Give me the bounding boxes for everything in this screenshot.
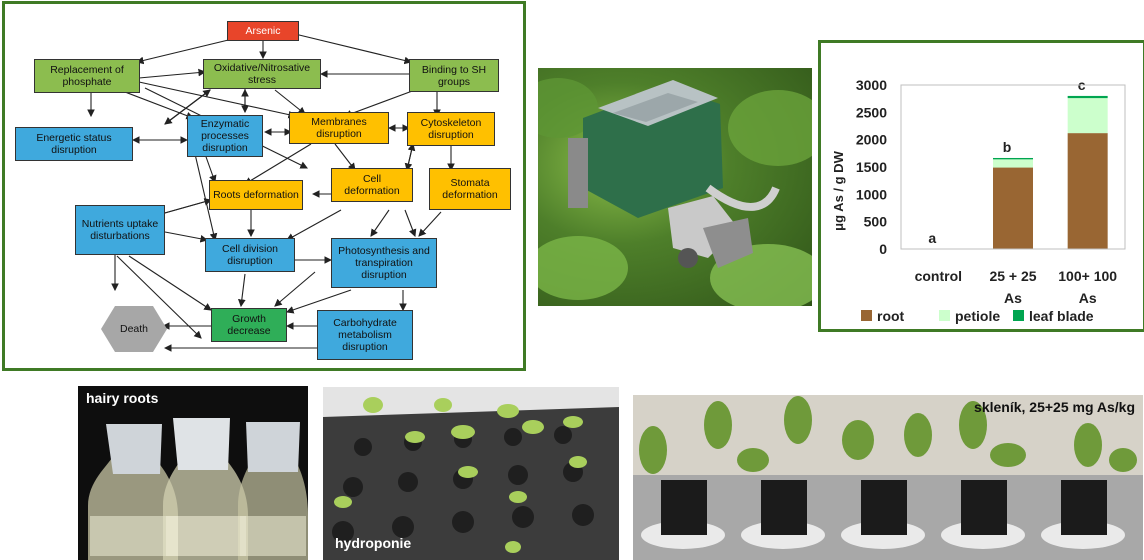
- bar-petiole: [993, 159, 1033, 168]
- diagram-arrows: [87, 33, 455, 352]
- y-tick-label: 1500: [856, 159, 887, 175]
- arsenic-effects-diagram: Arsenic Replacement of phosphate Oxidati…: [2, 1, 526, 371]
- y-tick-label: 1000: [856, 186, 887, 202]
- y-tick-label: 2500: [856, 104, 887, 120]
- legend-label: petiole: [955, 308, 1000, 324]
- node-replacement-of-phosphate: Replacement of phosphate: [34, 59, 140, 93]
- hairy-roots-caption: hairy roots: [86, 390, 159, 406]
- y-axis-label: μg As / g DW: [831, 150, 846, 230]
- greenhouse-caption: skleník, 25+25 mg As/kg: [974, 399, 1135, 415]
- node-roots-deformation: Roots deformation: [209, 180, 303, 210]
- arsenic-accumulation-chart: 0 500 1000 1500 2000 2500 3000 control 25 + 25 A…: [818, 40, 1144, 332]
- legend-label: leaf blade: [1029, 308, 1094, 324]
- y-tick-label: 0: [879, 241, 887, 257]
- node-binding-sh-groups: Binding to SH groups: [409, 59, 499, 92]
- hairy-roots-photo: hairy roots: [78, 386, 308, 560]
- x-tick-label: As: [1004, 290, 1022, 306]
- node-carbohydrate-metabolism: Carbohydrate metabolism disruption: [317, 310, 413, 360]
- photosynthesis-meter-photo: [538, 68, 812, 306]
- greenhouse-pots-illustration: [633, 395, 1143, 560]
- node-stomata-deformation: Stomata deformation: [429, 168, 511, 210]
- hairy-roots-flasks-illustration: [88, 418, 308, 560]
- node-death: Death: [101, 306, 167, 352]
- y-tick-label: 2000: [856, 132, 887, 148]
- bar-petiole: [1067, 98, 1108, 134]
- node-cell-deformation: Cell deformation: [331, 168, 413, 202]
- photosynthesis-meter-illustration: [538, 78, 812, 306]
- legend-swatch: [939, 310, 950, 321]
- bar-leaf-blade: [1067, 95, 1108, 99]
- node-photosynthesis: Photosynthesis and transpiration disrupt…: [331, 238, 437, 288]
- bar-root: [1067, 133, 1108, 249]
- node-growth-decrease: Growth decrease: [211, 308, 287, 342]
- x-tick-label: control: [915, 268, 962, 284]
- node-arsenic: Arsenic: [227, 21, 299, 41]
- legend-swatch: [1013, 310, 1024, 321]
- legend-label: root: [877, 308, 905, 324]
- node-cytoskeleton: Cytoskeleton disruption: [407, 112, 495, 146]
- bar-leaf-blade: [993, 157, 1033, 160]
- greenhouse-photo: skleník, 25+25 mg As/kg: [633, 395, 1143, 560]
- legend-swatch: [861, 310, 872, 321]
- x-tick-label: 100+ 100: [1058, 268, 1117, 284]
- node-oxidative-stress: Oxidative/Nitrosative stress: [203, 59, 321, 89]
- bar-root: [993, 167, 1033, 249]
- node-nutrients-uptake: Nutrients uptake disturbations: [75, 205, 165, 255]
- plot-area-border: [900, 84, 1126, 250]
- hydroponics-caption: hydroponie: [335, 535, 412, 551]
- death-label: Death: [119, 323, 149, 335]
- node-enzymatic-processes: Enzymatic processes disruption: [187, 115, 263, 157]
- node-cell-division: Cell division disruption: [205, 238, 295, 272]
- y-tick-label: 500: [864, 214, 888, 230]
- x-tick-label: 25 + 25: [989, 268, 1036, 284]
- x-tick-label: As: [1079, 290, 1097, 306]
- chart-svg: 0 500 1000 1500 2000 2500 3000 control 25 + 25 A…: [831, 77, 1126, 324]
- hydroponics-photo: hydroponie: [323, 387, 619, 560]
- node-membranes: Membranes disruption: [289, 112, 389, 144]
- hydroponics-tray-illustration: [323, 387, 619, 560]
- bar-significance-label: a: [928, 230, 936, 246]
- y-tick-label: 3000: [856, 77, 887, 93]
- node-energetic-status: Energetic status disruption: [15, 127, 133, 161]
- bar-significance-label: b: [1003, 139, 1012, 155]
